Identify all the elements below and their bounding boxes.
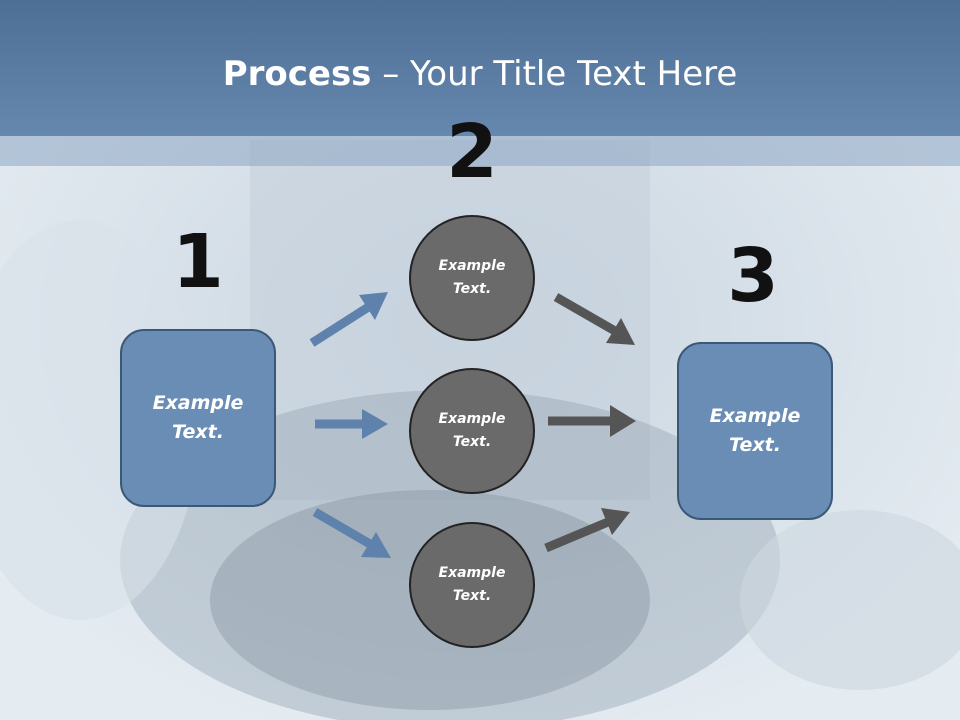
circle-bottom-line2: Text. <box>452 588 492 604</box>
right-box-line2: Text. <box>729 434 781 456</box>
circle-middle-line1: Example <box>438 411 506 427</box>
circle-top-line1: Example <box>438 258 506 274</box>
title-bold: Process <box>222 54 372 94</box>
right-box-line1: Example <box>709 405 801 427</box>
circle-middle[interactable]: Example Text. <box>409 368 535 494</box>
circle-top[interactable]: Example Text. <box>409 215 535 341</box>
circle-bottom[interactable]: Example Text. <box>409 522 535 648</box>
left-process-box[interactable]: Example Text. <box>120 329 276 507</box>
step-number-2: 2 <box>446 109 498 195</box>
circle-bottom-line1: Example <box>438 565 506 581</box>
title-rest: – Your Title Text Here <box>371 54 738 94</box>
right-process-box[interactable]: Example Text. <box>677 342 833 520</box>
left-box-line2: Text. <box>172 421 224 443</box>
title-bar <box>0 0 960 136</box>
page-title: Process – Your Title Text Here <box>0 52 960 96</box>
step-number-1: 1 <box>172 219 224 305</box>
circle-top-line2: Text. <box>452 281 492 297</box>
left-box-line1: Example <box>152 392 244 414</box>
step-number-3: 3 <box>727 233 779 319</box>
circle-middle-line2: Text. <box>452 434 492 450</box>
title-bar-band <box>0 136 960 166</box>
